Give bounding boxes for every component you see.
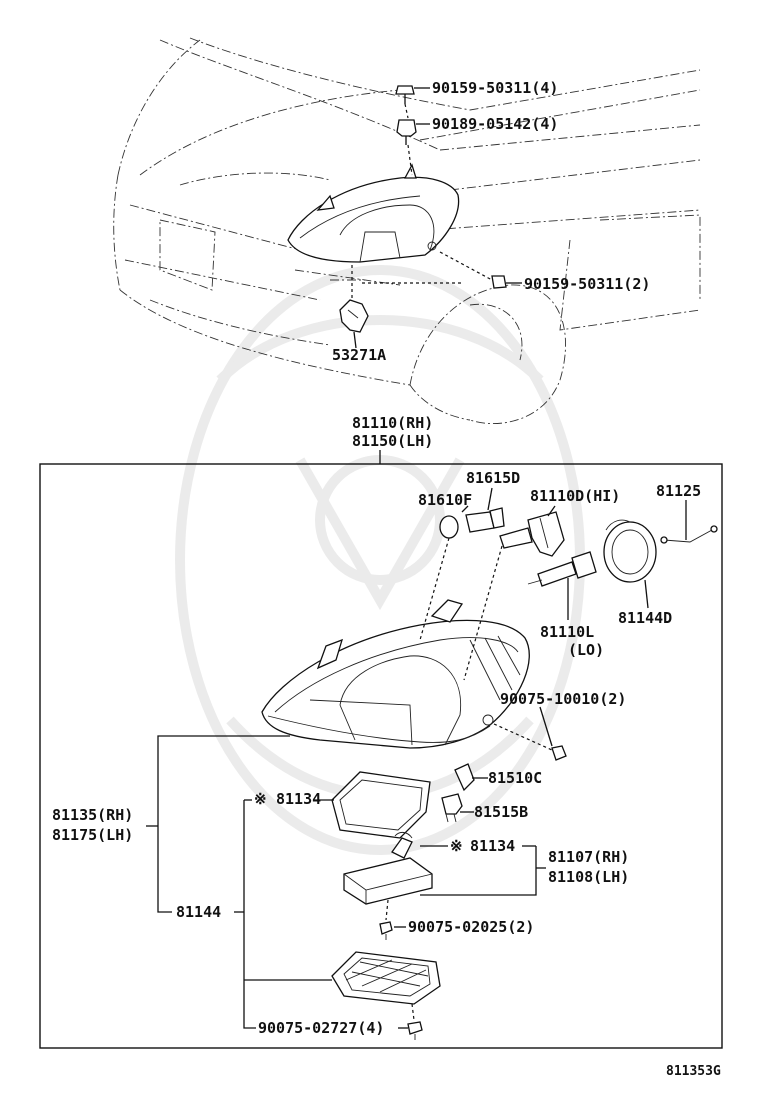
cover-wire-icon <box>660 525 718 544</box>
label-housing: 81144 <box>176 903 221 921</box>
label-bulb-hi: 81110D(HI) <box>530 487 620 505</box>
label-gasket-mark: ※ <box>254 790 267 808</box>
headlamp-installed <box>287 163 460 263</box>
label-bulb-lo: 81110L <box>540 623 594 641</box>
label-bolt-side: 90159-50311(2) <box>524 275 650 293</box>
diagram-id: 811353G <box>666 1064 721 1079</box>
bracket-icon <box>339 299 369 349</box>
label-bulb-510c: 81510C <box>488 769 542 787</box>
car-body-outline <box>113 37 701 424</box>
label-screw-27: 90075-02727(4) <box>258 1019 384 1037</box>
screw-27-icon <box>407 1021 423 1040</box>
socket-515b-icon <box>441 793 463 823</box>
bolt-side-icon <box>491 275 507 289</box>
exploded-view-frame <box>39 463 723 1049</box>
cap-d-icon <box>603 519 657 583</box>
bulb-510c-icon <box>454 763 475 792</box>
label-gasket: 81134 <box>276 790 321 808</box>
label-cap-d: 81144D <box>618 609 672 627</box>
gasket-icon <box>331 771 431 839</box>
socket-c-icon <box>465 507 505 533</box>
headlamp-assembly <box>261 599 530 749</box>
label-ballast-rh: 81107(RH) <box>548 848 629 866</box>
screw-10-icon <box>551 745 567 761</box>
label-gasket-mark-2: ※ <box>450 837 463 855</box>
label-screw-10: 90075-10010(2) <box>500 690 626 708</box>
bulb-hi-icon <box>499 511 565 557</box>
label-lens-lh: 81175(LH) <box>52 826 133 844</box>
label-bolt-top: 90159-50311(4) <box>432 79 558 97</box>
label-assy-lh: 81150(LH) <box>352 432 433 450</box>
bulb-lo-icon <box>527 551 597 587</box>
clip-top-icon <box>396 119 417 145</box>
label-gasket-2: 81134 <box>470 837 515 855</box>
label-bracket: 53271A <box>332 346 386 364</box>
label-socket-515b: 81515B <box>474 803 528 821</box>
ballast-icon <box>343 831 433 905</box>
label-ballast-lh: 81108(LH) <box>548 868 629 886</box>
label-socket-c: 81615D <box>466 469 520 487</box>
label-bulb-lo-note: (LO) <box>568 641 604 659</box>
label-clip-top: 90189-05142(4) <box>432 115 558 133</box>
label-lens-rh: 81135(RH) <box>52 806 133 824</box>
label-bulb-f: 81610F <box>418 491 472 509</box>
label-cover-wire: 81125 <box>656 482 701 500</box>
label-screw-25: 90075-02025(2) <box>408 918 534 936</box>
label-assy-rh: 81110(RH) <box>352 414 433 432</box>
housing-cover-icon <box>331 951 441 1005</box>
bolt-top-icon <box>395 85 415 104</box>
bulb-f-icon <box>439 515 459 539</box>
screw-25-icon <box>379 921 393 940</box>
